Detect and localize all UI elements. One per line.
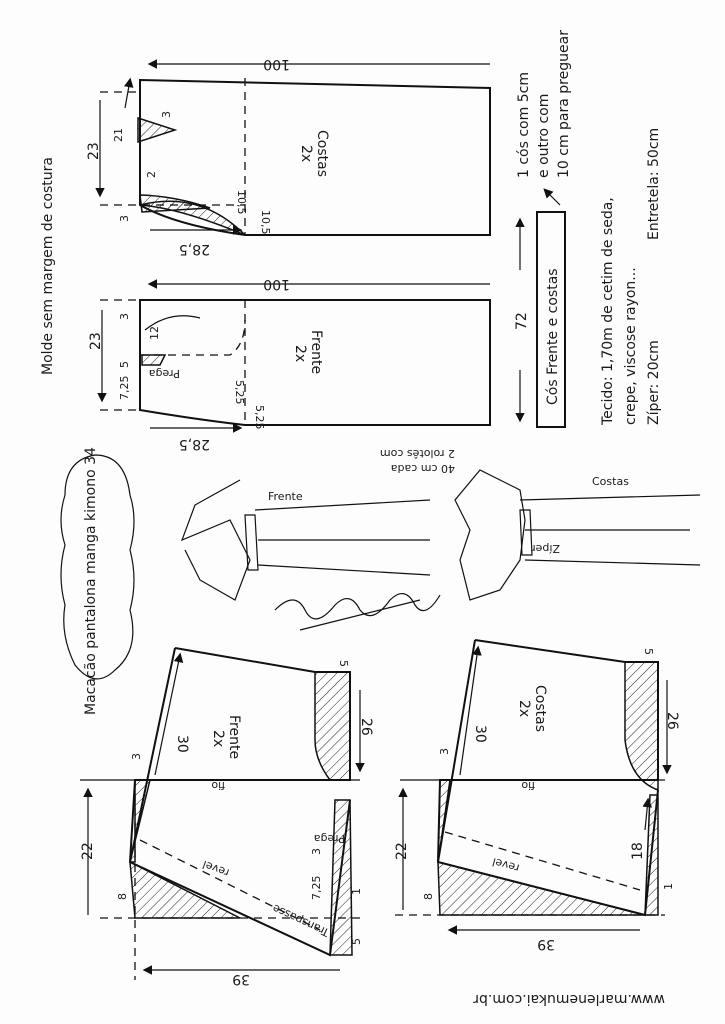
front-trouser-count: 2x <box>292 345 308 362</box>
front-pleat-pos: 5 <box>118 361 131 368</box>
back-side: 18 <box>630 842 646 860</box>
back-crotch-ext: 10,5 <box>235 190 248 215</box>
back-bodice-width: 39 <box>537 936 555 952</box>
front-bodice-label: Frente <box>226 715 242 759</box>
waistband-length: 72 <box>514 312 530 330</box>
back-neck: 8 <box>422 893 435 900</box>
back-crotch-drop: 10,5 <box>259 210 272 235</box>
back-mark-3: 3 <box>118 215 131 222</box>
waistband-pattern: 72 Cós Frente e costas 1 cós com 5cm e o… <box>514 30 572 428</box>
waistband-label: Cós Frente e costas <box>545 268 561 405</box>
back-dart-width: 3 <box>160 111 173 118</box>
garment-sketch: Frente Costas Zíper 2 rolotês com 40 cm … <box>180 447 701 601</box>
front-length-label: 100 <box>263 276 290 292</box>
back-sleeve-length: 30 <box>472 725 488 743</box>
back-trouser-label: Costas <box>314 130 330 177</box>
back-facing-label: revel <box>491 855 521 875</box>
materials-list: Tecido: 1,70m de cetim de seda, crepe, v… <box>600 128 662 426</box>
back-rise-label: 23 <box>86 142 102 160</box>
front-pleat-width: 7,25 <box>118 376 131 401</box>
back-shoulder: 3 <box>438 748 451 755</box>
front-bodice-width: 39 <box>232 971 250 987</box>
waistband-note-1: 1 cós com 5cm <box>516 72 532 178</box>
sketch-rolotes-1: 2 rolotês com <box>380 447 455 460</box>
front-grain-label: fio <box>211 779 225 792</box>
sketch-back-label: Costas <box>592 475 629 488</box>
front-height: 22 <box>80 842 96 860</box>
front-shoulder: 3 <box>130 753 143 760</box>
front-rise-label: 23 <box>88 332 104 350</box>
title-text: Macacão pantalona manga kimono 34 <box>83 447 99 715</box>
website-url: www.marlenemukai.com.br <box>473 991 665 1007</box>
back-length-label: 100 <box>263 56 290 72</box>
back-bodice-label: Costas <box>532 685 548 732</box>
sketch-zip-label: Zíper <box>531 542 560 555</box>
subtitle: Molde sem margem de costura <box>40 157 56 375</box>
back-grain-label: fio <box>521 779 535 792</box>
title-cloud: Macacão pantalona manga kimono 34 <box>60 447 135 715</box>
front-pleat-label: Prega <box>149 367 180 380</box>
front-bodice-count: 2x <box>210 730 226 747</box>
front-trouser-label: Frente <box>308 330 324 374</box>
front-bodice-pleat-width: 3 <box>310 848 323 855</box>
back-trouser-pattern: 100 23 21 3 2 3 10,5 10,5 28,5 Costas 2x <box>86 56 491 257</box>
front-width-label: 28,5 <box>179 436 210 452</box>
front-pocket-label: 12 <box>148 326 161 340</box>
front-mark-1: 1 <box>350 888 363 895</box>
front-overlap: 5 <box>350 938 363 945</box>
front-bodice-pleat-pos: 7,25 <box>310 876 323 901</box>
waistband-note-2: e outro com <box>536 94 552 178</box>
front-mark-3: 3 <box>118 313 131 320</box>
sketch-front-label: Frente <box>268 490 303 503</box>
back-height: 22 <box>394 842 410 860</box>
back-trouser-count: 2x <box>298 145 314 162</box>
front-sleeve-length: 30 <box>174 735 190 753</box>
front-bodice-pleat-label: Prega <box>314 832 345 845</box>
materials-zipper: Zíper: 20cm <box>646 340 662 425</box>
front-crotch-ext: 5,25 <box>233 380 246 405</box>
front-facing-label: revel <box>201 858 231 880</box>
materials-interfacing: Entretela: 50cm <box>646 128 662 240</box>
back-bodice-count: 2x <box>516 700 532 717</box>
front-cuff: 26 <box>358 718 374 736</box>
materials-fabric-2: crepe, viscose rayon... <box>623 267 639 425</box>
front-neck: 8 <box>116 893 129 900</box>
front-bodice-pattern: 30 5 26 fio 22 8 3 Prega 3 7,25 Transpas… <box>80 647 374 987</box>
back-mark-2: 2 <box>145 171 158 178</box>
waistband-note-3: 10 cm para preguear <box>556 30 572 178</box>
front-crotch-drop: 5,25 <box>253 405 266 430</box>
back-cuff: 26 <box>664 712 680 730</box>
back-dart-length: 21 <box>112 128 125 142</box>
front-trouser-pattern: 100 23 3 12 5 7,25 Prega 5,25 5,25 28,5 … <box>88 276 491 452</box>
front-overlap-label: Transpasse <box>270 901 332 939</box>
back-bodice-pattern: 30 5 26 fio 22 8 3 18 1 revel 39 Costas … <box>394 639 680 952</box>
back-sleeve-width: 5 <box>642 648 655 655</box>
front-sleeve-width: 5 <box>337 660 350 667</box>
subtitle-text: Molde sem margem de costura <box>40 157 56 375</box>
signature <box>274 593 441 631</box>
materials-fabric-1: Tecido: 1,70m de cetim de seda, <box>600 197 616 426</box>
back-mark-1: 1 <box>662 883 675 890</box>
sketch-rolotes-2: 40 cm cada <box>391 462 455 475</box>
back-width-label: 28,5 <box>179 241 210 257</box>
